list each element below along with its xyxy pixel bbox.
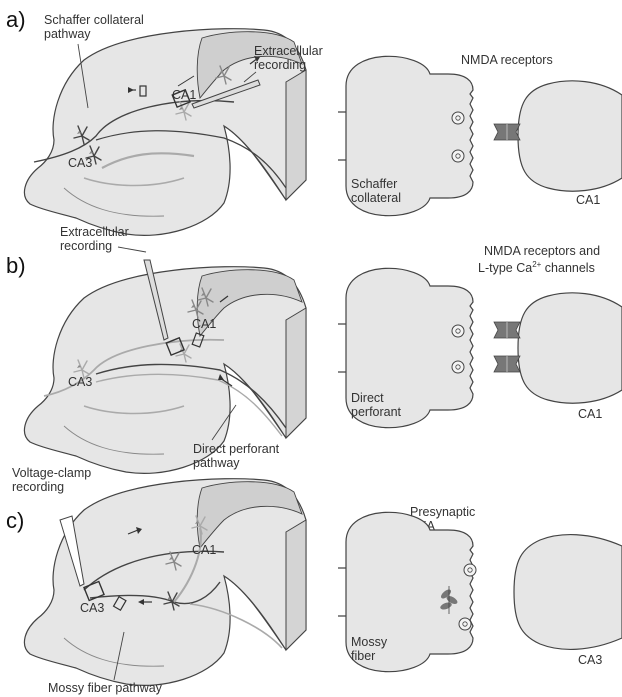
nmda-receptor-a xyxy=(494,124,520,140)
synapse-title-a: NMDA receptors xyxy=(461,53,553,67)
l-type-calcium-channel-b xyxy=(494,356,520,372)
vesicle xyxy=(464,564,476,576)
vesicle xyxy=(452,361,464,373)
panel-label-c: c) xyxy=(6,508,24,533)
vesicle xyxy=(459,618,471,630)
panel-label-a: a) xyxy=(6,7,26,32)
region-label-ca1-b: CA1 xyxy=(192,317,216,331)
postsynaptic-label-a: CA1 xyxy=(576,193,600,207)
region-label-ca1-a: CA1 xyxy=(172,88,196,102)
synapse-diagram-b: NMDA receptors and L-type Ca2+ channels … xyxy=(338,244,622,428)
vesicle xyxy=(452,325,464,337)
neuron-label-ca3-a: CA3 xyxy=(68,156,92,170)
postsynaptic-label-b: CA1 xyxy=(578,407,602,421)
postsynaptic-label-c: CA3 xyxy=(578,653,602,667)
vesicle xyxy=(452,112,464,124)
vesicle xyxy=(452,150,464,162)
panel-label-b: b) xyxy=(6,253,26,278)
synapse-title-b-line2: L-type Ca2+ channels xyxy=(478,260,595,275)
neuron-label-ca3-c: CA3 xyxy=(80,601,104,615)
pathway-label-c: Mossy fiber pathway xyxy=(48,681,163,695)
nmda-receptor-b xyxy=(494,322,520,338)
hippocampal-slice-c xyxy=(24,479,306,686)
synapse-title-b-line1: NMDA receptors and xyxy=(484,244,600,258)
region-label-ca1-c: CA1 xyxy=(192,543,216,557)
neuron-label-ca3-b: CA3 xyxy=(68,375,92,389)
